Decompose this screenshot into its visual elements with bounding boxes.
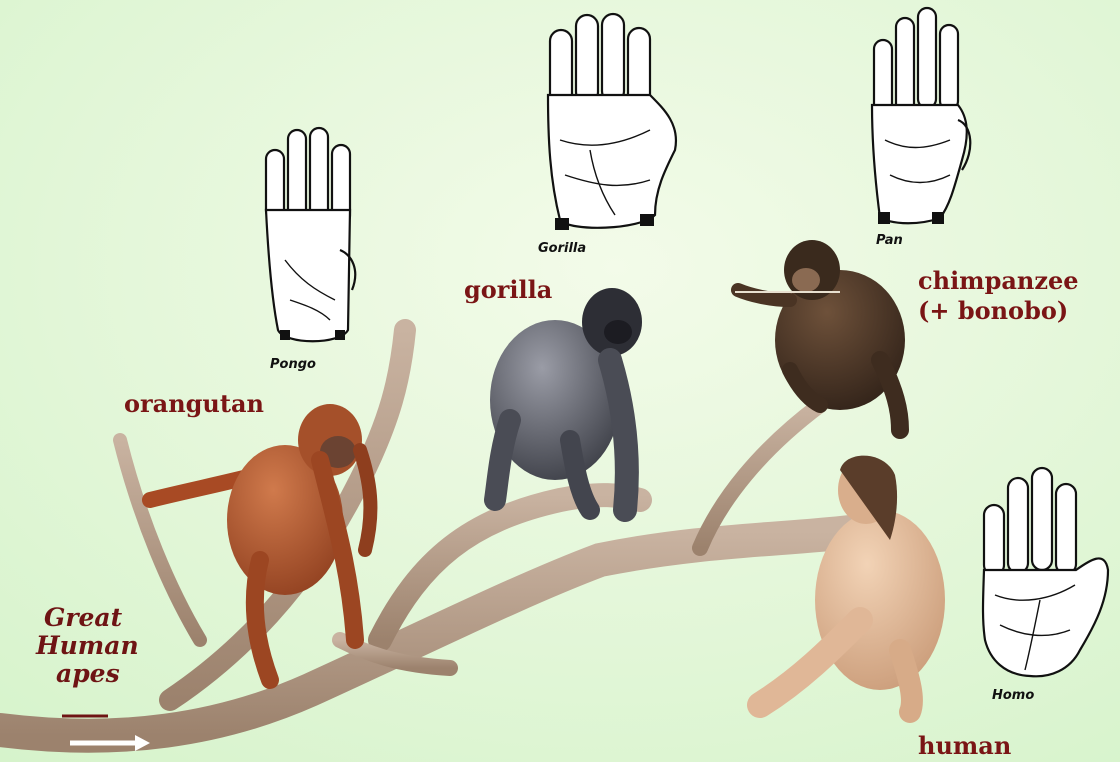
caption-pongo: Pongo	[270, 357, 316, 372]
label-gorilla: gorilla	[464, 277, 552, 302]
caption-gorilla: Gorilla	[538, 241, 586, 256]
corner-great-human-apes: Great Human apes	[36, 604, 139, 688]
caption-homo: Homo	[992, 688, 1034, 703]
label-orangutan: orangutan	[124, 391, 264, 416]
corner-line-human: Human	[36, 632, 139, 660]
corner-line-apes: apes	[36, 660, 139, 688]
hand-pongo-icon	[266, 128, 355, 341]
label-chimpanzee-line1: chimpanzee	[918, 268, 1079, 293]
label-human: human	[918, 733, 1011, 758]
label-chimpanzee-line2: (+ bonobo)	[918, 298, 1068, 323]
caption-pan: Pan	[876, 233, 903, 248]
corner-line-great: Great	[36, 604, 139, 632]
